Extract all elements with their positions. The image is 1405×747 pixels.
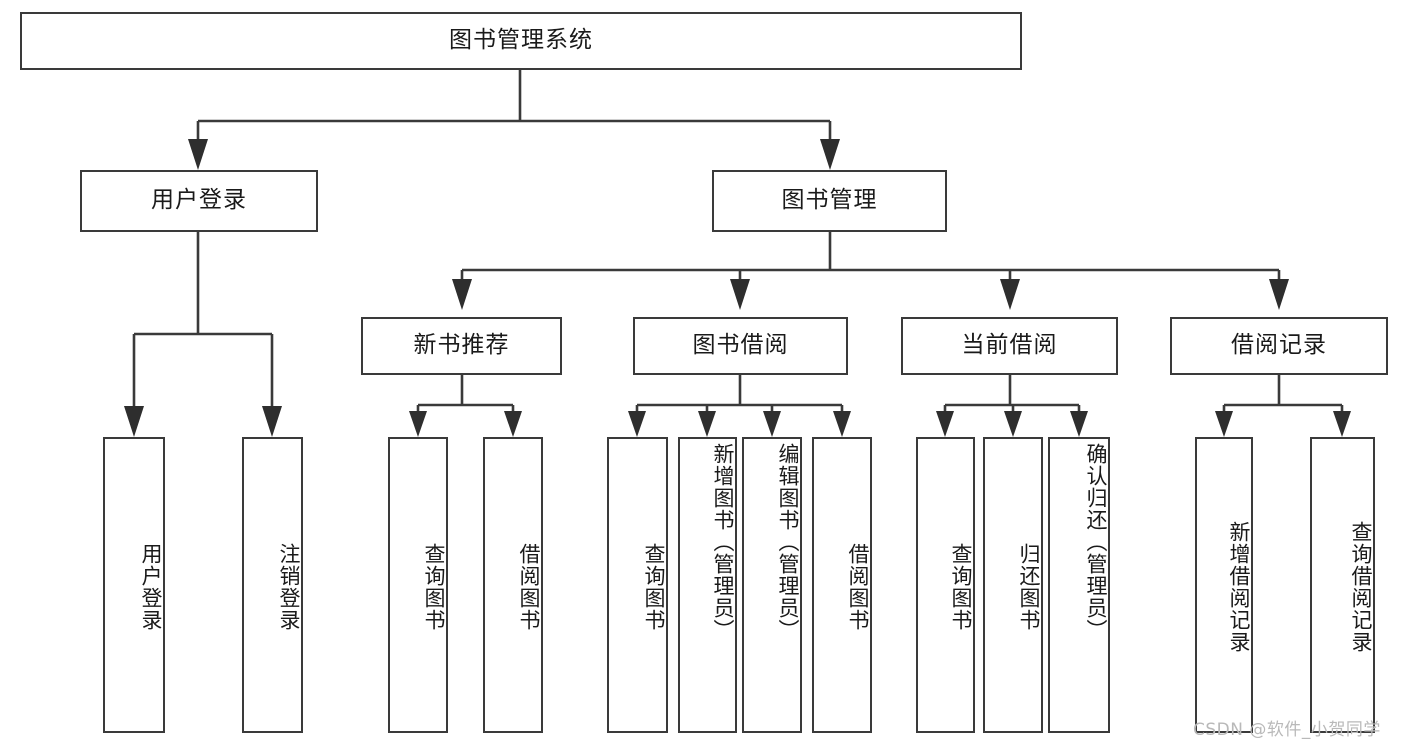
node-new-book-recommend[interactable]: 新书推荐 <box>361 317 562 375</box>
node-label: 新书推荐 <box>413 332 510 359</box>
node-label: 查询图书 <box>422 543 446 631</box>
node-label: 确认归还（管理员） <box>1084 443 1108 641</box>
csdn-watermark: CSDN @软件_小贺同学 <box>1193 715 1381 740</box>
node-label: 新增借阅记录 <box>1227 521 1251 653</box>
arrow-to-leaf-bb4 <box>833 411 851 437</box>
arrow-to-book-manage <box>820 139 840 170</box>
node-label: 归还图书 <box>1017 543 1041 631</box>
node-label: 图书借阅 <box>692 332 789 359</box>
arrow-to-leaf-logout <box>262 406 282 437</box>
leaf-query-book-recommend[interactable]: 查询图书 <box>388 437 448 733</box>
arrow-to-currentborrow <box>1000 279 1020 310</box>
arrow-to-leaf-bb1 <box>628 411 646 437</box>
arrow-to-newbook <box>452 279 472 310</box>
node-current-borrow[interactable]: 当前借阅 <box>901 317 1118 375</box>
leaf-edit-book-admin[interactable]: 编辑图书（管理员） <box>742 437 802 733</box>
node-label: 图书管理系统 <box>449 27 593 54</box>
node-label: 用户登录 <box>151 187 247 214</box>
arrow-to-leaf-cb2 <box>1004 411 1022 437</box>
arrow-to-bookborrow <box>730 279 750 310</box>
leaf-borrow-book-borrow[interactable]: 借阅图书 <box>812 437 872 733</box>
node-label: 查询图书 <box>949 543 973 631</box>
node-user-login[interactable]: 用户登录 <box>80 170 318 232</box>
arrow-to-leaf-br2 <box>1333 411 1351 437</box>
leaf-add-borrow-record[interactable]: 新增借阅记录 <box>1195 437 1253 733</box>
leaf-return-book[interactable]: 归还图书 <box>983 437 1043 733</box>
node-label: 借阅图书 <box>517 543 541 631</box>
leaf-confirm-return-admin[interactable]: 确认归还（管理员） <box>1048 437 1110 733</box>
arrow-to-leaf-nb1 <box>409 411 427 437</box>
leaf-user-login[interactable]: 用户登录 <box>103 437 165 733</box>
leaf-borrow-book-recommend[interactable]: 借阅图书 <box>483 437 543 733</box>
node-label: 图书管理 <box>781 187 878 214</box>
node-label: 新增图书（管理员） <box>711 443 735 641</box>
arrow-to-user-login <box>188 139 208 170</box>
node-book-manage[interactable]: 图书管理 <box>712 170 947 232</box>
node-borrow-record[interactable]: 借阅记录 <box>1170 317 1388 375</box>
node-label: 借阅记录 <box>1231 332 1327 359</box>
leaf-query-borrow-record[interactable]: 查询借阅记录 <box>1310 437 1375 733</box>
node-book-management-system[interactable]: 图书管理系统 <box>20 12 1022 70</box>
node-label: 查询借阅记录 <box>1349 521 1373 653</box>
arrow-to-leaf-cb1 <box>936 411 954 437</box>
node-label: 编辑图书（管理员） <box>776 443 800 641</box>
leaf-add-book-admin[interactable]: 新增图书（管理员） <box>678 437 737 733</box>
arrow-to-leaf-bb3 <box>763 411 781 437</box>
leaf-query-book-borrow[interactable]: 查询图书 <box>607 437 668 733</box>
arrow-to-borrowrecord <box>1269 279 1289 310</box>
arrow-to-leaf-nb2 <box>504 411 522 437</box>
leaf-query-book-current[interactable]: 查询图书 <box>916 437 975 733</box>
leaf-logout-login[interactable]: 注销登录 <box>242 437 303 733</box>
node-label: 用户登录 <box>139 543 163 631</box>
node-label: 注销登录 <box>277 543 301 631</box>
arrow-to-leaf-user-login <box>124 406 144 437</box>
watermark-text: CSDN @软件_小贺同学 <box>1193 720 1381 740</box>
node-book-borrow[interactable]: 图书借阅 <box>633 317 848 375</box>
arrow-to-leaf-br1 <box>1215 411 1233 437</box>
arrow-to-leaf-cb3 <box>1070 411 1088 437</box>
node-label: 借阅图书 <box>846 543 870 631</box>
node-label: 当前借阅 <box>961 332 1058 359</box>
arrow-to-leaf-bb2 <box>698 411 716 437</box>
node-label: 查询图书 <box>642 543 666 631</box>
